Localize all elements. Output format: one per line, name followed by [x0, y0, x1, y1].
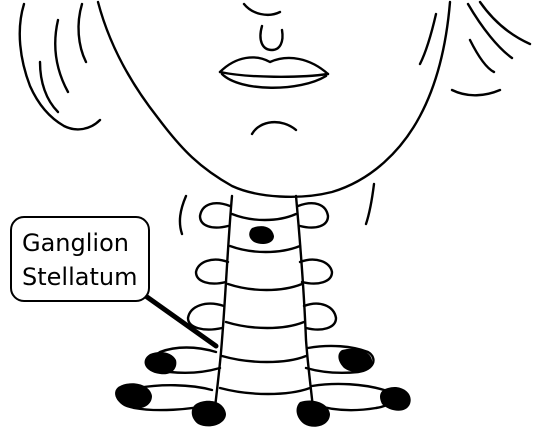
cheek-line — [420, 14, 436, 64]
process-left-3 — [188, 304, 224, 330]
spine-right-edge — [296, 196, 314, 418]
nose — [244, 4, 280, 15]
process-right-2 — [300, 260, 332, 284]
callout-pointer — [140, 292, 216, 346]
label-line-1: Ganglion — [22, 226, 142, 260]
process-right-3 — [304, 304, 336, 330]
chin-dimple — [252, 122, 296, 134]
mouth — [220, 57, 328, 74]
shade-rib-left — [145, 352, 177, 374]
ganglion-stellatum-label: Ganglion Stellatum — [10, 216, 150, 302]
jaw-outline — [98, 2, 450, 197]
process-left-1 — [200, 203, 230, 227]
label-line-2: Stellatum — [22, 260, 142, 294]
spine-left-edge — [214, 196, 232, 418]
process-left-2 — [196, 260, 228, 284]
hair-right — [452, 2, 530, 95]
hair-left — [20, 4, 100, 129]
process-right-1 — [298, 203, 328, 227]
